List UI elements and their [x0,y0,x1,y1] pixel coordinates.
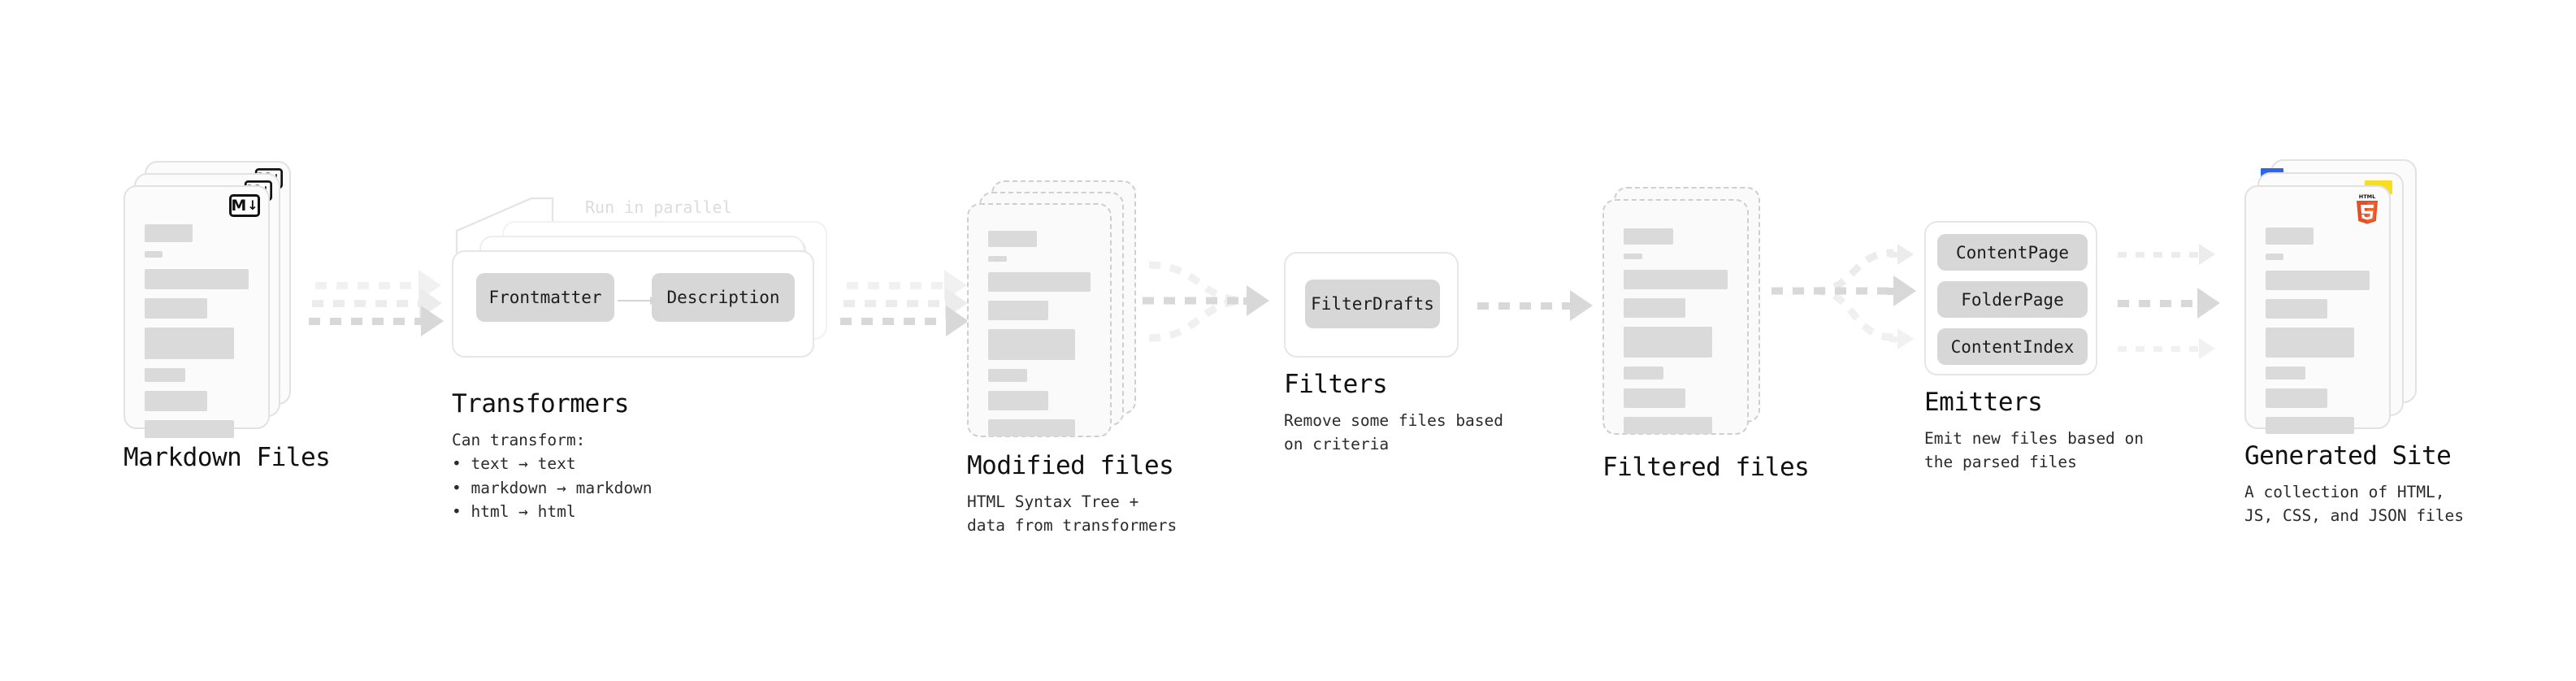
filters-block: FilterDrafts [1284,252,1459,358]
stage-markdown-files: M↓ M↓ M↓ Markdown Files [124,161,331,472]
chip-frontmatter[interactable]: Frontmatter [476,273,614,322]
content-bar [145,298,207,319]
chip-contentindex[interactable]: ContentIndex [1937,328,2088,365]
stage-modified-files: Modified files HTML Syntax Tree + data f… [967,180,1177,538]
content-bar [988,329,1076,360]
arrow-emit-top [2118,244,2215,265]
stage-filtered-files: Filtered files [1602,187,1810,482]
content-bar [145,269,249,289]
chip-filterdrafts[interactable]: FilterDrafts [1305,280,1440,328]
emitters-block: ContentPage FolderPage ContentIndex [1924,221,2097,375]
content-bar [1624,417,1712,434]
content-bar [2266,327,2354,358]
content-bar [988,391,1049,410]
site-card-stack: HTML [2244,159,2419,434]
content-bar [1624,367,1663,380]
content-bar [988,231,1038,247]
run-in-parallel-bracket [455,197,554,268]
transformers-title: Transformers [452,389,629,419]
content-bar [145,420,235,438]
run-in-parallel-label: Run in parallel [585,197,732,217]
content-bar [1624,388,1685,408]
generated-site-title: Generated Site [2244,441,2452,471]
filters-desc: Remove some files based on criteria [1284,411,1504,454]
content-bar [1624,298,1685,318]
modified-files-title: Modified files [967,451,1174,480]
content-bar [145,224,193,242]
content-bar [988,272,1091,292]
content-bar [1624,270,1728,289]
markdown-card-stack: M↓ M↓ M↓ [124,161,294,438]
content-bar [2266,417,2354,434]
arrow-main [1243,285,1269,316]
transformers-desc: Can transform: • text → text • markdown … [452,431,653,521]
transformer-arrow-front [618,297,657,305]
arrow-main [840,306,969,336]
merge-curves [1143,261,1247,342]
content-bar [2266,271,2370,290]
modified-card-content [988,231,1091,436]
content-bar [145,391,207,411]
connector-filters-to-filtered [1477,290,1593,321]
md-icon: M↓ [229,194,260,217]
content-bar [988,301,1049,320]
html5-icon: HTML [2353,192,2381,224]
chip-description[interactable]: Description [652,273,795,322]
stage-transformers: Run in parallel Frontmatter Descr [452,195,834,523]
split-curves [1772,249,1894,341]
arrow-to-contentpage [1889,244,1914,265]
stage-generated-site: HTML Generated Site [2244,159,2464,528]
arrow-main [309,306,444,336]
markdown-card-front: M↓ [124,185,270,438]
content-bar [988,256,1007,262]
content-bar [988,419,1076,436]
modified-files-desc: HTML Syntax Tree + data from transformer… [967,492,1177,536]
content-bar [1624,327,1712,358]
chip-folderpage[interactable]: FolderPage [1937,281,2088,318]
svg-text:HTML: HTML [2359,193,2375,200]
content-bar [145,251,163,258]
filters-title: Filters [1284,370,1388,399]
markdown-card-content [145,224,249,438]
arrow-emit-mid [2118,288,2220,319]
arrow-to-contentindex [1889,328,1914,349]
modified-card-front [967,203,1112,437]
filtered-files-title: Filtered files [1602,453,1810,482]
stage-emitters: ContentPage FolderPage ContentIndex Emit… [1924,221,2144,475]
content-bar [2266,367,2305,380]
arrow-emit-bottom [2118,338,2215,359]
emitters-title: Emitters [1924,388,2043,417]
site-card-front: HTML [2244,185,2391,434]
arrow-to-folderpage [1887,275,1916,306]
transformer-layer-front: Frontmatter Description [452,250,814,358]
emitters-block-wrap: ContentPage FolderPage ContentIndex [1924,221,2099,375]
content-bar [988,369,1027,382]
chip-contentpage[interactable]: ContentPage [1937,234,2088,271]
content-bar [145,368,185,382]
stage-filters: FilterDrafts Filters Remove some files b… [1284,252,1503,457]
content-bar [2266,299,2327,319]
filtered-card-stack [1602,187,1777,440]
filters-block-wrap: FilterDrafts [1284,252,1459,358]
site-card-content [2266,228,2370,434]
content-bar [2266,254,2283,260]
generated-site-desc: A collection of HTML, JS, CSS, and JSON … [2244,483,2465,526]
content-bar [2266,388,2327,408]
transformers-layers: Run in parallel Frontmatter Descr [452,195,834,382]
emitters-desc: Emit new files based on the parsed files [1924,429,2144,472]
markdown-files-title: Markdown Files [124,443,331,472]
content-bar [1624,228,1674,245]
content-bar [145,327,235,359]
filtered-card-content [1624,228,1728,434]
content-bar [1624,254,1643,259]
modified-card-stack [967,180,1142,439]
content-bar [2266,228,2314,245]
filtered-card-front [1602,199,1749,435]
